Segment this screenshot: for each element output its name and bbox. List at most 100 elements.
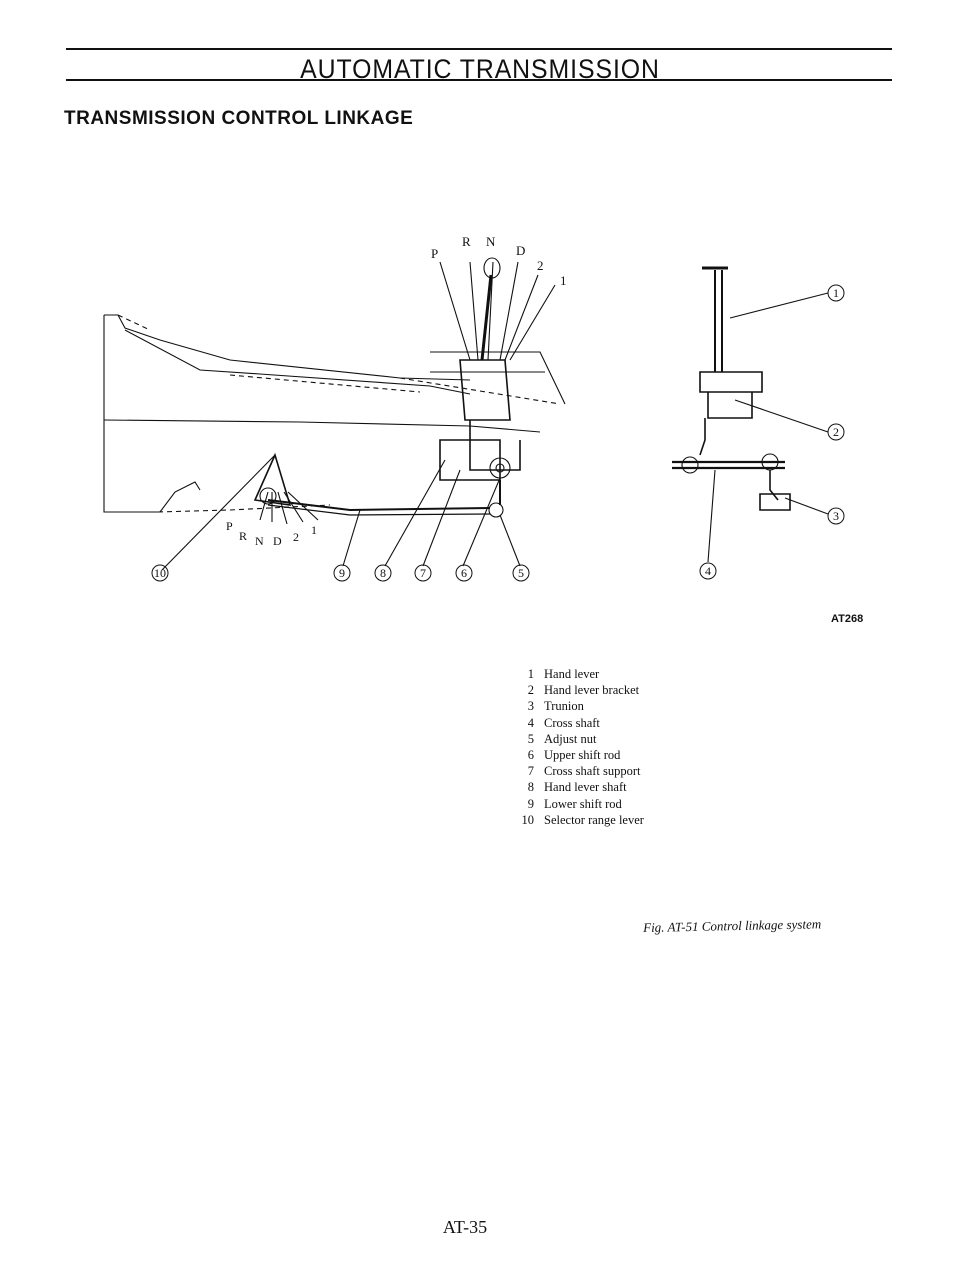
upper-range-label-R: R [462, 234, 471, 249]
hand-lever-bracket-right [699, 371, 763, 393]
lower-range-label-P: P [226, 519, 233, 533]
vertical-link-right [699, 418, 706, 456]
legend-label: Cross shaft support [544, 764, 641, 779]
leader-8 [384, 459, 446, 567]
leader-4 [707, 469, 716, 563]
figure-caption: Fig. AT-51 Control linkage system [643, 916, 822, 935]
hand-lever-shaft-right [714, 270, 723, 372]
leader-1 [729, 292, 829, 319]
callout-7-circle [414, 564, 432, 582]
selector-range-lever-pivot [259, 487, 277, 505]
callout-10: 10 [154, 566, 166, 580]
legend-label: Lower shift rod [544, 796, 622, 811]
legend-label: Hand lever shaft [544, 780, 627, 795]
transmission-case-outline [103, 314, 471, 513]
lower-range-label-R: R [239, 529, 247, 543]
upper-range-label-N: N [486, 234, 496, 249]
page-number: AT-35 [442, 1217, 488, 1237]
control-linkage-diagram: P R N D 2 1 P R N D 2 1 10 9 8 7 6 5 1 2… [103, 234, 845, 582]
legend-item: 4 Cross shaft [508, 715, 644, 731]
callout-1-circle [827, 284, 845, 302]
callout-4: 4 [705, 564, 711, 578]
callout-8-circle [374, 564, 392, 582]
legend-num: 9 [527, 796, 534, 811]
transmission-case-bottom [103, 419, 541, 433]
upper-range-label-P: P [431, 246, 438, 261]
callout-3: 3 [833, 509, 839, 523]
lower-range-label-2: 2 [293, 530, 299, 544]
header-title: AUTOMATIC TRANSMISSION [300, 54, 660, 84]
legend-item: 7 Cross shaft support [508, 763, 644, 779]
callout-4-circle [699, 562, 717, 580]
leader-5 [499, 514, 521, 567]
range-fan-lower [259, 491, 319, 525]
hand-lever-base-right [707, 392, 753, 419]
legend-num: 10 [521, 812, 535, 827]
lower-range-label-N: N [255, 534, 264, 548]
header-rule-bottom [66, 79, 892, 81]
legend-num: 3 [527, 699, 534, 714]
range-fan-upper [439, 261, 556, 361]
legend-label: Hand lever bracket [544, 683, 640, 698]
legend-label: Selector range lever [544, 812, 644, 827]
cross-shaft-end-left [681, 456, 699, 474]
legend-num: 1 [527, 667, 534, 681]
hand-lever-shaft-left [480, 274, 493, 361]
legend-num: 4 [527, 715, 534, 730]
cross-shaft-joint-inner [495, 463, 505, 473]
legend-num: 8 [527, 780, 534, 795]
legend-num: 7 [527, 764, 534, 779]
lower-range-label-1: 1 [311, 523, 317, 537]
callout-2-circle [827, 423, 845, 441]
upper-range-label-D: D [516, 243, 525, 258]
callout-1: 1 [833, 286, 839, 300]
callout-6-circle [455, 564, 473, 582]
adjust-nut [488, 502, 504, 518]
leader-2 [734, 399, 829, 433]
legend-item: 5 Adjust nut [508, 731, 644, 747]
upper-range-label-2: 2 [537, 258, 544, 273]
legend-num: 6 [527, 748, 534, 763]
legend-item: 9 Lower shift rod [508, 796, 644, 812]
legend-item: 2 Hand lever bracket [508, 682, 644, 698]
trunion-block [759, 493, 791, 511]
legend-label: Hand lever [544, 667, 600, 681]
callout-2: 2 [833, 425, 839, 439]
legend-item: 3 Trunion [508, 698, 644, 714]
leader-10 [161, 454, 276, 571]
tail-housing [159, 481, 201, 513]
cross-shaft-right [672, 460, 785, 470]
callout-9: 9 [339, 566, 345, 580]
callout-8: 8 [380, 566, 386, 580]
header-rule-top [66, 48, 892, 50]
callout-5: 5 [518, 566, 524, 580]
callout-7: 7 [420, 566, 426, 580]
transmission-case-dashed [117, 314, 561, 513]
legend-label: Trunion [544, 699, 584, 714]
hand-lever-bracket-left [430, 351, 566, 405]
legend-item: 6 Upper shift rod [508, 747, 644, 763]
lower-range-label-D: D [273, 534, 282, 548]
trunion-arm [769, 470, 779, 501]
callout-6: 6 [461, 566, 467, 580]
callout-5-circle [512, 564, 530, 582]
upper-range-label-1: 1 [560, 273, 567, 288]
legend: 1 Hand lever 2 Hand lever bracket 3 Trunion… [508, 666, 644, 828]
legend-num: 2 [527, 683, 534, 698]
legend-label: Cross shaft [544, 715, 600, 730]
legend-label: Upper shift rod [544, 748, 621, 763]
leader-9 [342, 509, 361, 567]
leader-7 [422, 469, 461, 567]
legend-label: Adjust nut [544, 731, 597, 746]
legend-item: 1 Hand lever [508, 666, 644, 682]
legend-item: 8 Hand lever shaft [508, 779, 644, 795]
legend-item: 10 Selector range lever [508, 812, 644, 828]
leader-6 [462, 477, 501, 567]
callout-10-circle [151, 564, 169, 582]
figure-code: AT268 [831, 613, 864, 625]
legend-num: 5 [527, 731, 534, 746]
callout-9-circle [333, 564, 351, 582]
callout-3-circle [827, 507, 845, 525]
lower-shift-rod [267, 499, 491, 512]
leader-3 [784, 497, 829, 515]
